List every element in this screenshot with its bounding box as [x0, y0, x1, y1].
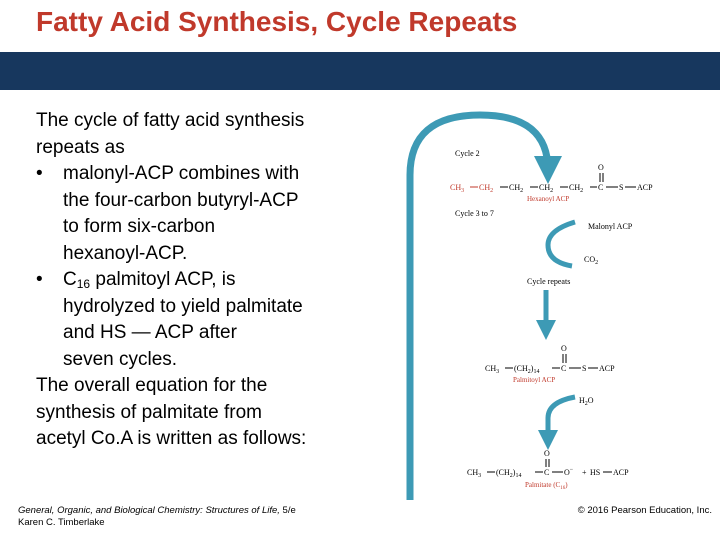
bullet-2-line-1: • C16 palmitoyl ACP, is	[36, 267, 366, 294]
malonyl-curve-arrow	[545, 219, 576, 269]
hs-label: HS	[590, 468, 600, 477]
hexanoyl-c: C	[598, 183, 603, 192]
outro-line-2: synthesis of palmitate from	[36, 401, 262, 423]
bullet-2-line-3: and HS — ACP after	[63, 322, 237, 343]
plus-sign: +	[582, 468, 587, 477]
bullet-dot: •	[36, 163, 43, 184]
cycle-3-7-label: Cycle 3 to 7	[455, 209, 494, 218]
outro-line-1: The overall equation for the	[36, 375, 268, 396]
bullet-1-line-2: the four-carbon butyryl-ACP	[63, 189, 299, 211]
hexanoyl-ch2-4: CH2	[569, 183, 583, 194]
footer-edition: 5/e	[279, 505, 296, 516]
palmitoyl-acp-label: Palmitoyl ACP	[513, 376, 555, 384]
bullet-1-line-3: to form six-carbon	[63, 216, 216, 237]
footer-book-title: General, Organic, and Biological Chemist…	[18, 505, 280, 516]
bullet-2-subscript: 16	[76, 277, 91, 291]
cycle-2-label: Cycle 2	[455, 149, 480, 158]
hexanoyl-ch2-2: CH2	[509, 183, 523, 194]
h2o-curve-arrow	[538, 394, 576, 450]
palmitate-label: Palmitate (C16)	[525, 481, 568, 491]
palmitoyl-ch3: CH3	[485, 364, 499, 375]
bullet-dot: •	[36, 269, 43, 290]
palmitate-ch2-14: (CH2)14	[496, 468, 521, 479]
malonyl-acp-label: Malonyl ACP	[588, 222, 633, 231]
cycle-repeats-label: Cycle repeats	[527, 277, 570, 286]
slide-title: Fatty Acid Synthesis, Cycle Repeats	[36, 6, 518, 37]
palmitoyl-ch2-14: (CH2)14	[514, 364, 539, 375]
body-text: The cycle of fatty acid synthesis repeat…	[36, 108, 366, 453]
palmitate-oxygen: O	[544, 449, 550, 458]
intro-line-1: The cycle of fatty acid synthesis	[36, 110, 305, 131]
hs-acp: ACP	[613, 468, 629, 477]
bullet-2-line-2: hydrolyzed to yield palmitate	[63, 295, 303, 317]
hexanoyl-ch2-3: CH2	[539, 183, 553, 194]
hexanoyl-oxygen: O	[598, 163, 604, 172]
h2o-label: H2O	[579, 396, 594, 407]
palmitoyl-acp: ACP	[599, 364, 615, 373]
hexanoyl-acp-label: Hexanoyl ACP	[527, 195, 569, 203]
footer-source: General, Organic, and Biological Chemist…	[18, 505, 296, 529]
title-band	[0, 52, 720, 90]
palmitate-o-minus: O−	[564, 467, 574, 477]
palmitoyl-s: S	[582, 364, 586, 373]
cycle-loop-arrow	[406, 111, 562, 500]
intro-line-2: repeats as	[36, 136, 125, 158]
palmitate-ch3: CH3	[467, 468, 481, 479]
bullet-2-text: palmitoyl ACP, is	[90, 269, 236, 290]
bullet-1-text: malonyl-ACP combines with	[63, 163, 300, 184]
footer-copyright: © 2016 Pearson Education, Inc.	[577, 505, 712, 516]
footer-source-line: General, Organic, and Biological Chemist…	[18, 505, 296, 517]
hexanoyl-s: S	[619, 183, 623, 192]
hexanoyl-ch3: CH3	[450, 183, 464, 194]
bullet-2-line-4: seven cycles.	[63, 348, 178, 370]
co2-label: CO2	[584, 255, 598, 266]
bullet-1-line-4: hexanoyl-ACP.	[63, 242, 188, 264]
hexanoyl-ch2-1: CH2	[479, 183, 493, 194]
bullet-1-line-1: • malonyl-ACP combines with	[36, 161, 366, 188]
outro-line-3: acetyl Co.A is written as follows:	[36, 428, 307, 449]
palmitoyl-c: C	[561, 364, 566, 373]
palmitate-c: C	[544, 468, 549, 477]
footer-author: Karen C. Timberlake	[18, 517, 105, 528]
palmitoyl-oxygen: O	[561, 344, 567, 353]
hexanoyl-acp: ACP	[637, 183, 653, 192]
bullet-2-c: C	[63, 269, 77, 290]
